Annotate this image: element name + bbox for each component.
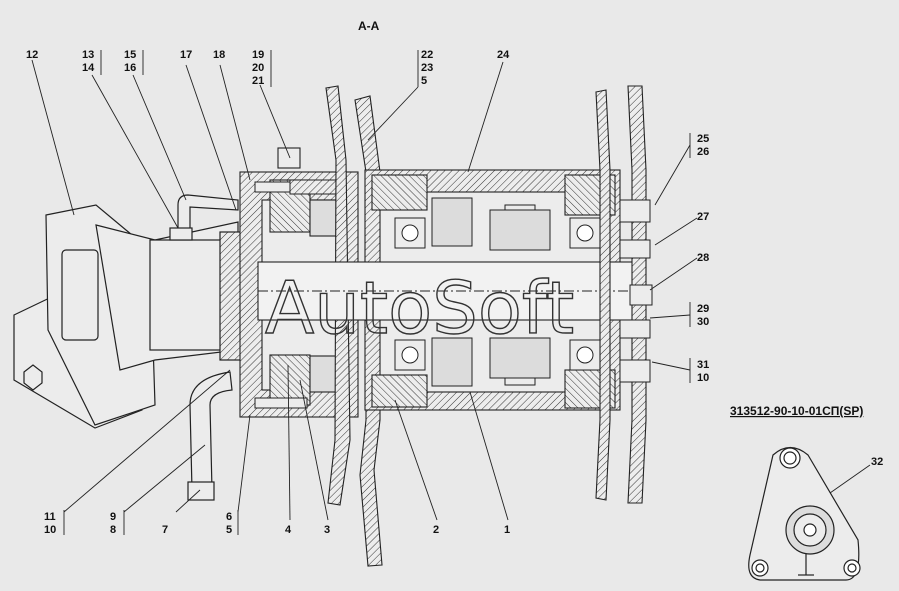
hydraulic-motor bbox=[13, 204, 249, 429]
callout-16: 16 bbox=[124, 62, 136, 74]
callout-3: 3 bbox=[324, 524, 330, 536]
callout-10-left: 10 bbox=[44, 524, 56, 536]
brake-disc-pack bbox=[254, 179, 341, 409]
callout-brackets bbox=[63, 50, 691, 535]
callout-10-right: 10 bbox=[697, 372, 709, 384]
callout-2: 2 bbox=[433, 524, 439, 536]
callout-22: 22 bbox=[421, 49, 433, 61]
callout-17: 17 bbox=[180, 49, 192, 61]
callout-4: 4 bbox=[285, 524, 292, 536]
pipe-fitting-top bbox=[169, 194, 239, 241]
callout-24: 24 bbox=[497, 49, 510, 61]
callout-28: 28 bbox=[697, 252, 709, 264]
callout-12: 12 bbox=[26, 49, 38, 61]
callout-26: 26 bbox=[697, 146, 709, 158]
end-view-inset bbox=[748, 446, 861, 581]
callout-30: 30 bbox=[697, 316, 709, 328]
callout-29: 29 bbox=[697, 303, 709, 315]
central-shaft bbox=[257, 261, 640, 321]
callout-5-top: 5 bbox=[421, 75, 427, 87]
callout-7: 7 bbox=[162, 524, 168, 536]
callout-5-bottom: 5 bbox=[226, 524, 232, 536]
callout-27: 27 bbox=[697, 211, 709, 223]
planet-gears bbox=[431, 197, 551, 387]
callout-21: 21 bbox=[252, 75, 264, 87]
callout-20: 20 bbox=[252, 62, 264, 74]
leader-lines bbox=[31, 59, 871, 521]
callout-14: 14 bbox=[82, 62, 95, 74]
callout-25: 25 bbox=[697, 133, 709, 145]
callout-9: 9 bbox=[110, 511, 116, 523]
section-title: A-A bbox=[358, 19, 380, 33]
drain-pipe bbox=[187, 371, 233, 501]
callout-19: 19 bbox=[252, 49, 264, 61]
callout-23: 23 bbox=[421, 62, 433, 74]
callout-6: 6 bbox=[226, 511, 232, 523]
callout-13: 13 bbox=[82, 49, 94, 61]
watermark: AutoSoft bbox=[265, 266, 574, 350]
drawing-code: 313512-90-10-01СП(SP) bbox=[730, 404, 863, 418]
callout-15: 15 bbox=[124, 49, 136, 61]
end-bolts bbox=[619, 199, 653, 383]
callout-32: 32 bbox=[871, 456, 883, 468]
callout-18: 18 bbox=[213, 49, 225, 61]
callout-labels: 12 13 14 15 16 17 18 19 20 21 22 23 5 24… bbox=[26, 49, 883, 536]
callout-1: 1 bbox=[504, 524, 510, 536]
callout-31: 31 bbox=[697, 359, 709, 371]
callout-11: 11 bbox=[44, 511, 56, 523]
callout-8: 8 bbox=[110, 524, 116, 536]
